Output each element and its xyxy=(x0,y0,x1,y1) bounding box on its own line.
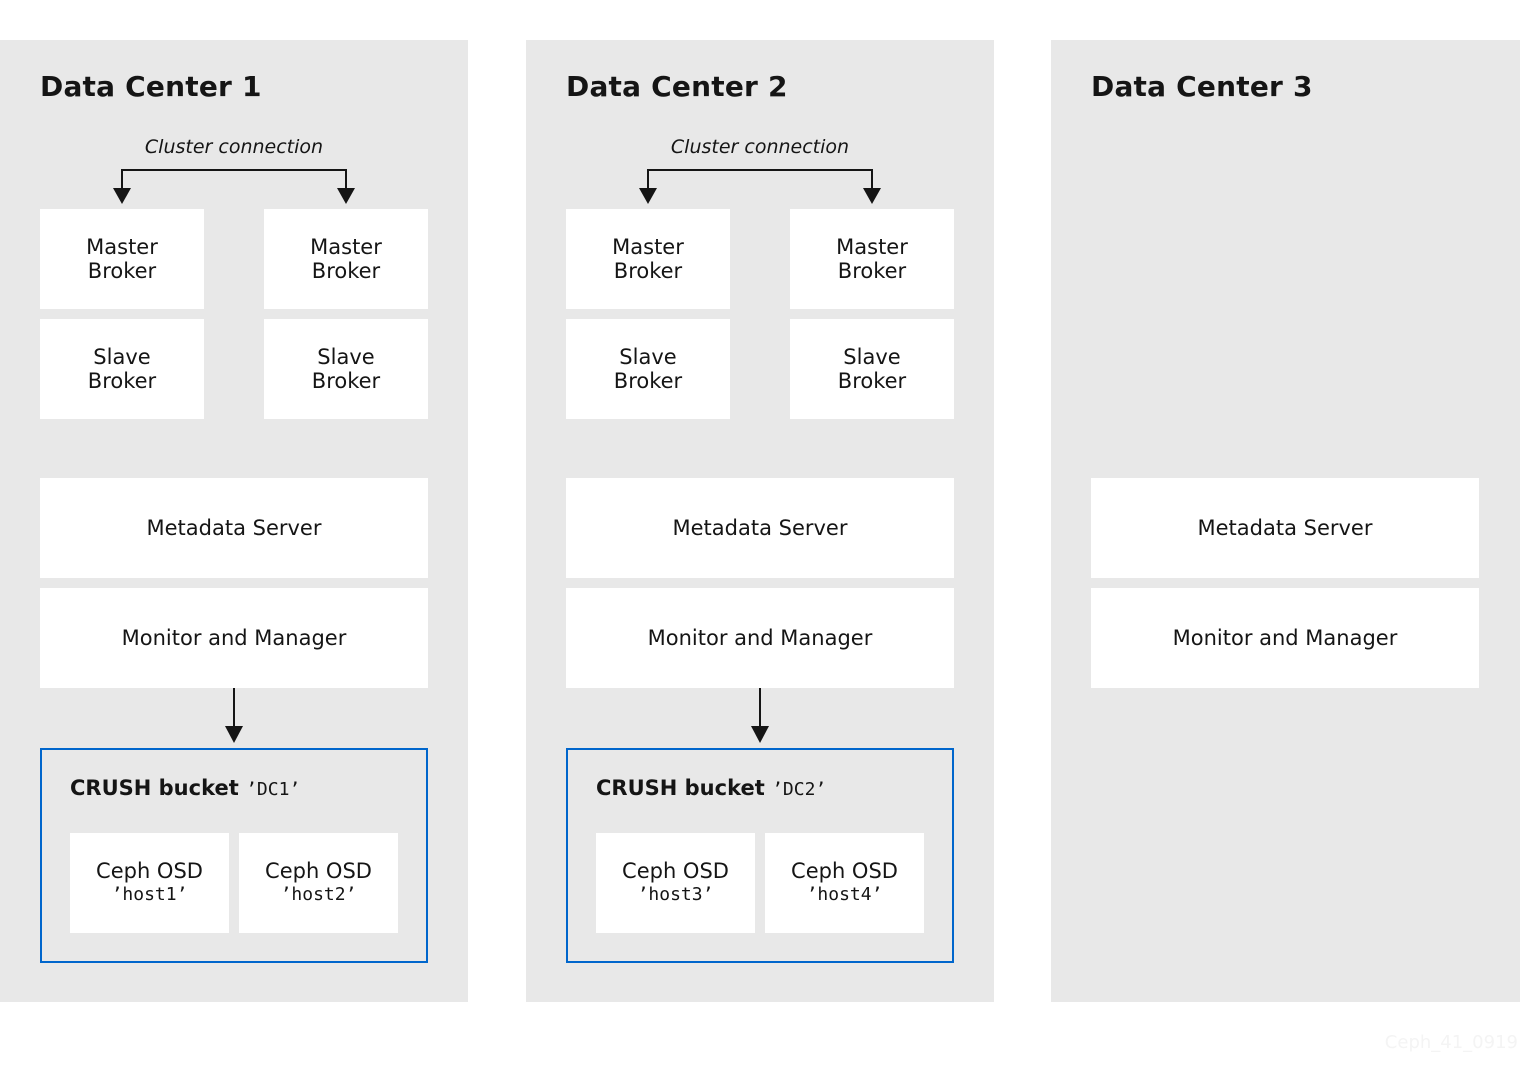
ceph-osd-box: Ceph OSD ’host2’ xyxy=(239,833,398,933)
box-label-line: Broker xyxy=(87,259,157,283)
box-label-line: Master xyxy=(310,235,382,259)
crush-bucket-id: ’DC1’ xyxy=(246,779,301,800)
data-center-title: Data Center 3 xyxy=(1091,70,1313,103)
data-center-2: Data Center 2 Cluster connection Master … xyxy=(526,40,994,1002)
cluster-connection-label: Cluster connection xyxy=(144,136,324,158)
box-label-line: Slave xyxy=(317,345,375,369)
box-label-line: Broker xyxy=(613,259,683,283)
arrowhead-down xyxy=(113,188,131,204)
figure-watermark: Ceph_41_0919 xyxy=(1384,1032,1518,1053)
box-label-line: Broker xyxy=(311,259,381,283)
arrowhead-down xyxy=(863,188,881,204)
arrowhead-down xyxy=(225,726,243,743)
osd-host: ’host3’ xyxy=(637,884,714,905)
box-label-line: Broker xyxy=(311,369,381,393)
ceph-osd-box: Ceph OSD ’host3’ xyxy=(596,833,755,933)
box-label-line: Slave xyxy=(93,345,151,369)
box-label: Monitor and Manager xyxy=(1172,626,1398,650)
monitor-manager-box: Monitor and Manager xyxy=(40,588,428,688)
box-label-line: Master xyxy=(612,235,684,259)
slave-broker-box: Slave Broker xyxy=(264,319,428,419)
data-center-1: Data Center 1 Cluster connection Master … xyxy=(0,40,468,1002)
osd-host: ’host2’ xyxy=(280,884,357,905)
osd-host: ’host4’ xyxy=(806,884,883,905)
box-label-line: Broker xyxy=(837,369,907,393)
osd-name: Ceph OSD xyxy=(96,859,203,883)
box-label-line: Master xyxy=(86,235,158,259)
ceph-osd-box: Ceph OSD ’host4’ xyxy=(765,833,924,933)
box-label-line: Broker xyxy=(87,369,157,393)
master-broker-box: Master Broker xyxy=(264,209,428,309)
crush-bucket-label: CRUSH bucket xyxy=(596,776,765,800)
slave-broker-box: Slave Broker xyxy=(40,319,204,419)
box-label-line: Broker xyxy=(613,369,683,393)
arrowhead-down xyxy=(337,188,355,204)
master-broker-box: Master Broker xyxy=(566,209,730,309)
crush-bucket-title: CRUSH bucket ’DC1’ xyxy=(70,776,300,800)
crush-bucket: CRUSH bucket ’DC1’ Ceph OSD ’host1’ Ceph… xyxy=(40,748,428,963)
master-broker-box: Master Broker xyxy=(790,209,954,309)
box-label: Monitor and Manager xyxy=(121,626,347,650)
box-label: Metadata Server xyxy=(1197,516,1373,540)
monitor-manager-box: Monitor and Manager xyxy=(566,588,954,688)
data-center-3: Data Center 3 Metadata Server Monitor an… xyxy=(1051,40,1520,1002)
cluster-connection-connector xyxy=(647,169,873,190)
master-broker-box: Master Broker xyxy=(40,209,204,309)
cluster-connection-label: Cluster connection xyxy=(670,136,850,158)
box-label: Metadata Server xyxy=(146,516,322,540)
metadata-server-box: Metadata Server xyxy=(566,478,954,578)
data-center-title: Data Center 2 xyxy=(566,70,788,103)
arrowhead-down xyxy=(639,188,657,204)
monitor-manager-box: Monitor and Manager xyxy=(1091,588,1479,688)
slave-broker-box: Slave Broker xyxy=(790,319,954,419)
box-label: Monitor and Manager xyxy=(647,626,873,650)
box-label: Metadata Server xyxy=(672,516,848,540)
osd-name: Ceph OSD xyxy=(622,859,729,883)
metadata-server-box: Metadata Server xyxy=(1091,478,1479,578)
crush-bucket-label: CRUSH bucket xyxy=(70,776,239,800)
crush-bucket-title: CRUSH bucket ’DC2’ xyxy=(596,776,826,800)
box-label-line: Slave xyxy=(619,345,677,369)
box-label-line: Broker xyxy=(837,259,907,283)
osd-name: Ceph OSD xyxy=(791,859,898,883)
crush-bucket: CRUSH bucket ’DC2’ Ceph OSD ’host3’ Ceph… xyxy=(566,748,954,963)
data-center-title: Data Center 1 xyxy=(40,70,262,103)
osd-name: Ceph OSD xyxy=(265,859,372,883)
box-label-line: Slave xyxy=(843,345,901,369)
metadata-server-box: Metadata Server xyxy=(40,478,428,578)
cluster-connection-connector xyxy=(121,169,347,190)
box-label-line: Master xyxy=(836,235,908,259)
slave-broker-box: Slave Broker xyxy=(566,319,730,419)
osd-host: ’host1’ xyxy=(111,884,188,905)
ceph-osd-box: Ceph OSD ’host1’ xyxy=(70,833,229,933)
arrowhead-down xyxy=(751,726,769,743)
crush-bucket-id: ’DC2’ xyxy=(772,779,827,800)
